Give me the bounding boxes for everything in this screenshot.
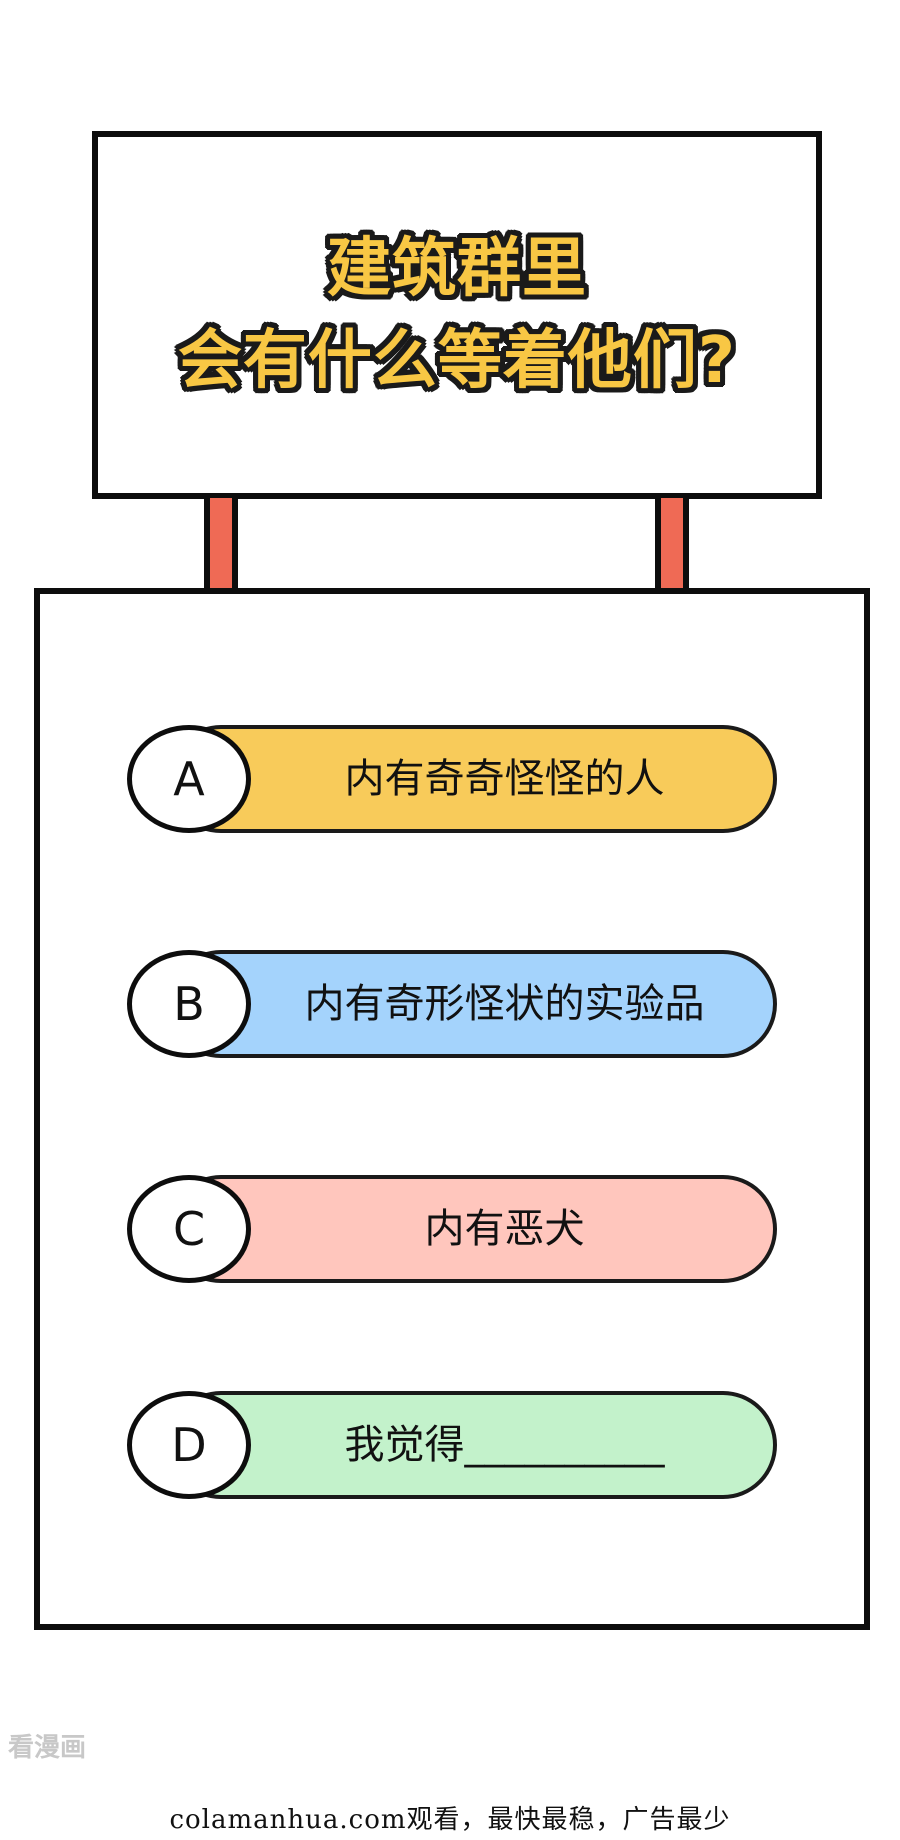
option-c[interactable]: 内有恶犬 C xyxy=(127,1175,777,1283)
option-c-bar[interactable] xyxy=(167,1175,777,1283)
question-sign: 建筑群里 会有什么等着他们? xyxy=(92,131,822,499)
option-a-letter: A xyxy=(127,725,251,833)
watermark-text: 看漫画 xyxy=(8,1733,87,1763)
question-line-1: 建筑群里 xyxy=(327,232,587,306)
option-d[interactable]: 我觉得__________ D xyxy=(127,1391,777,1499)
question-line-2: 会有什么等着他们? xyxy=(177,324,737,398)
footer-text: colamanhua.com观看，最快最稳，广告最少 xyxy=(169,1805,731,1835)
option-c-letter: C xyxy=(127,1175,251,1283)
option-d-text: 我觉得__________ xyxy=(344,1422,665,1468)
option-c-text: 内有恶犬 xyxy=(424,1206,585,1252)
sign-post-left xyxy=(204,498,238,590)
option-b-bar[interactable] xyxy=(167,950,777,1058)
option-d-letter: D xyxy=(127,1391,251,1499)
option-b[interactable]: 内有奇形怪状的实验品 B xyxy=(127,950,777,1058)
option-a-bar[interactable] xyxy=(167,725,777,833)
option-d-bar[interactable] xyxy=(167,1391,777,1499)
sign-post-right xyxy=(655,498,689,590)
option-b-letter: B xyxy=(127,950,251,1058)
option-a[interactable]: 内有奇奇怪怪的人 A xyxy=(127,725,777,833)
option-b-text: 内有奇形怪状的实验品 xyxy=(304,981,705,1027)
option-a-text: 内有奇奇怪怪的人 xyxy=(344,756,665,802)
